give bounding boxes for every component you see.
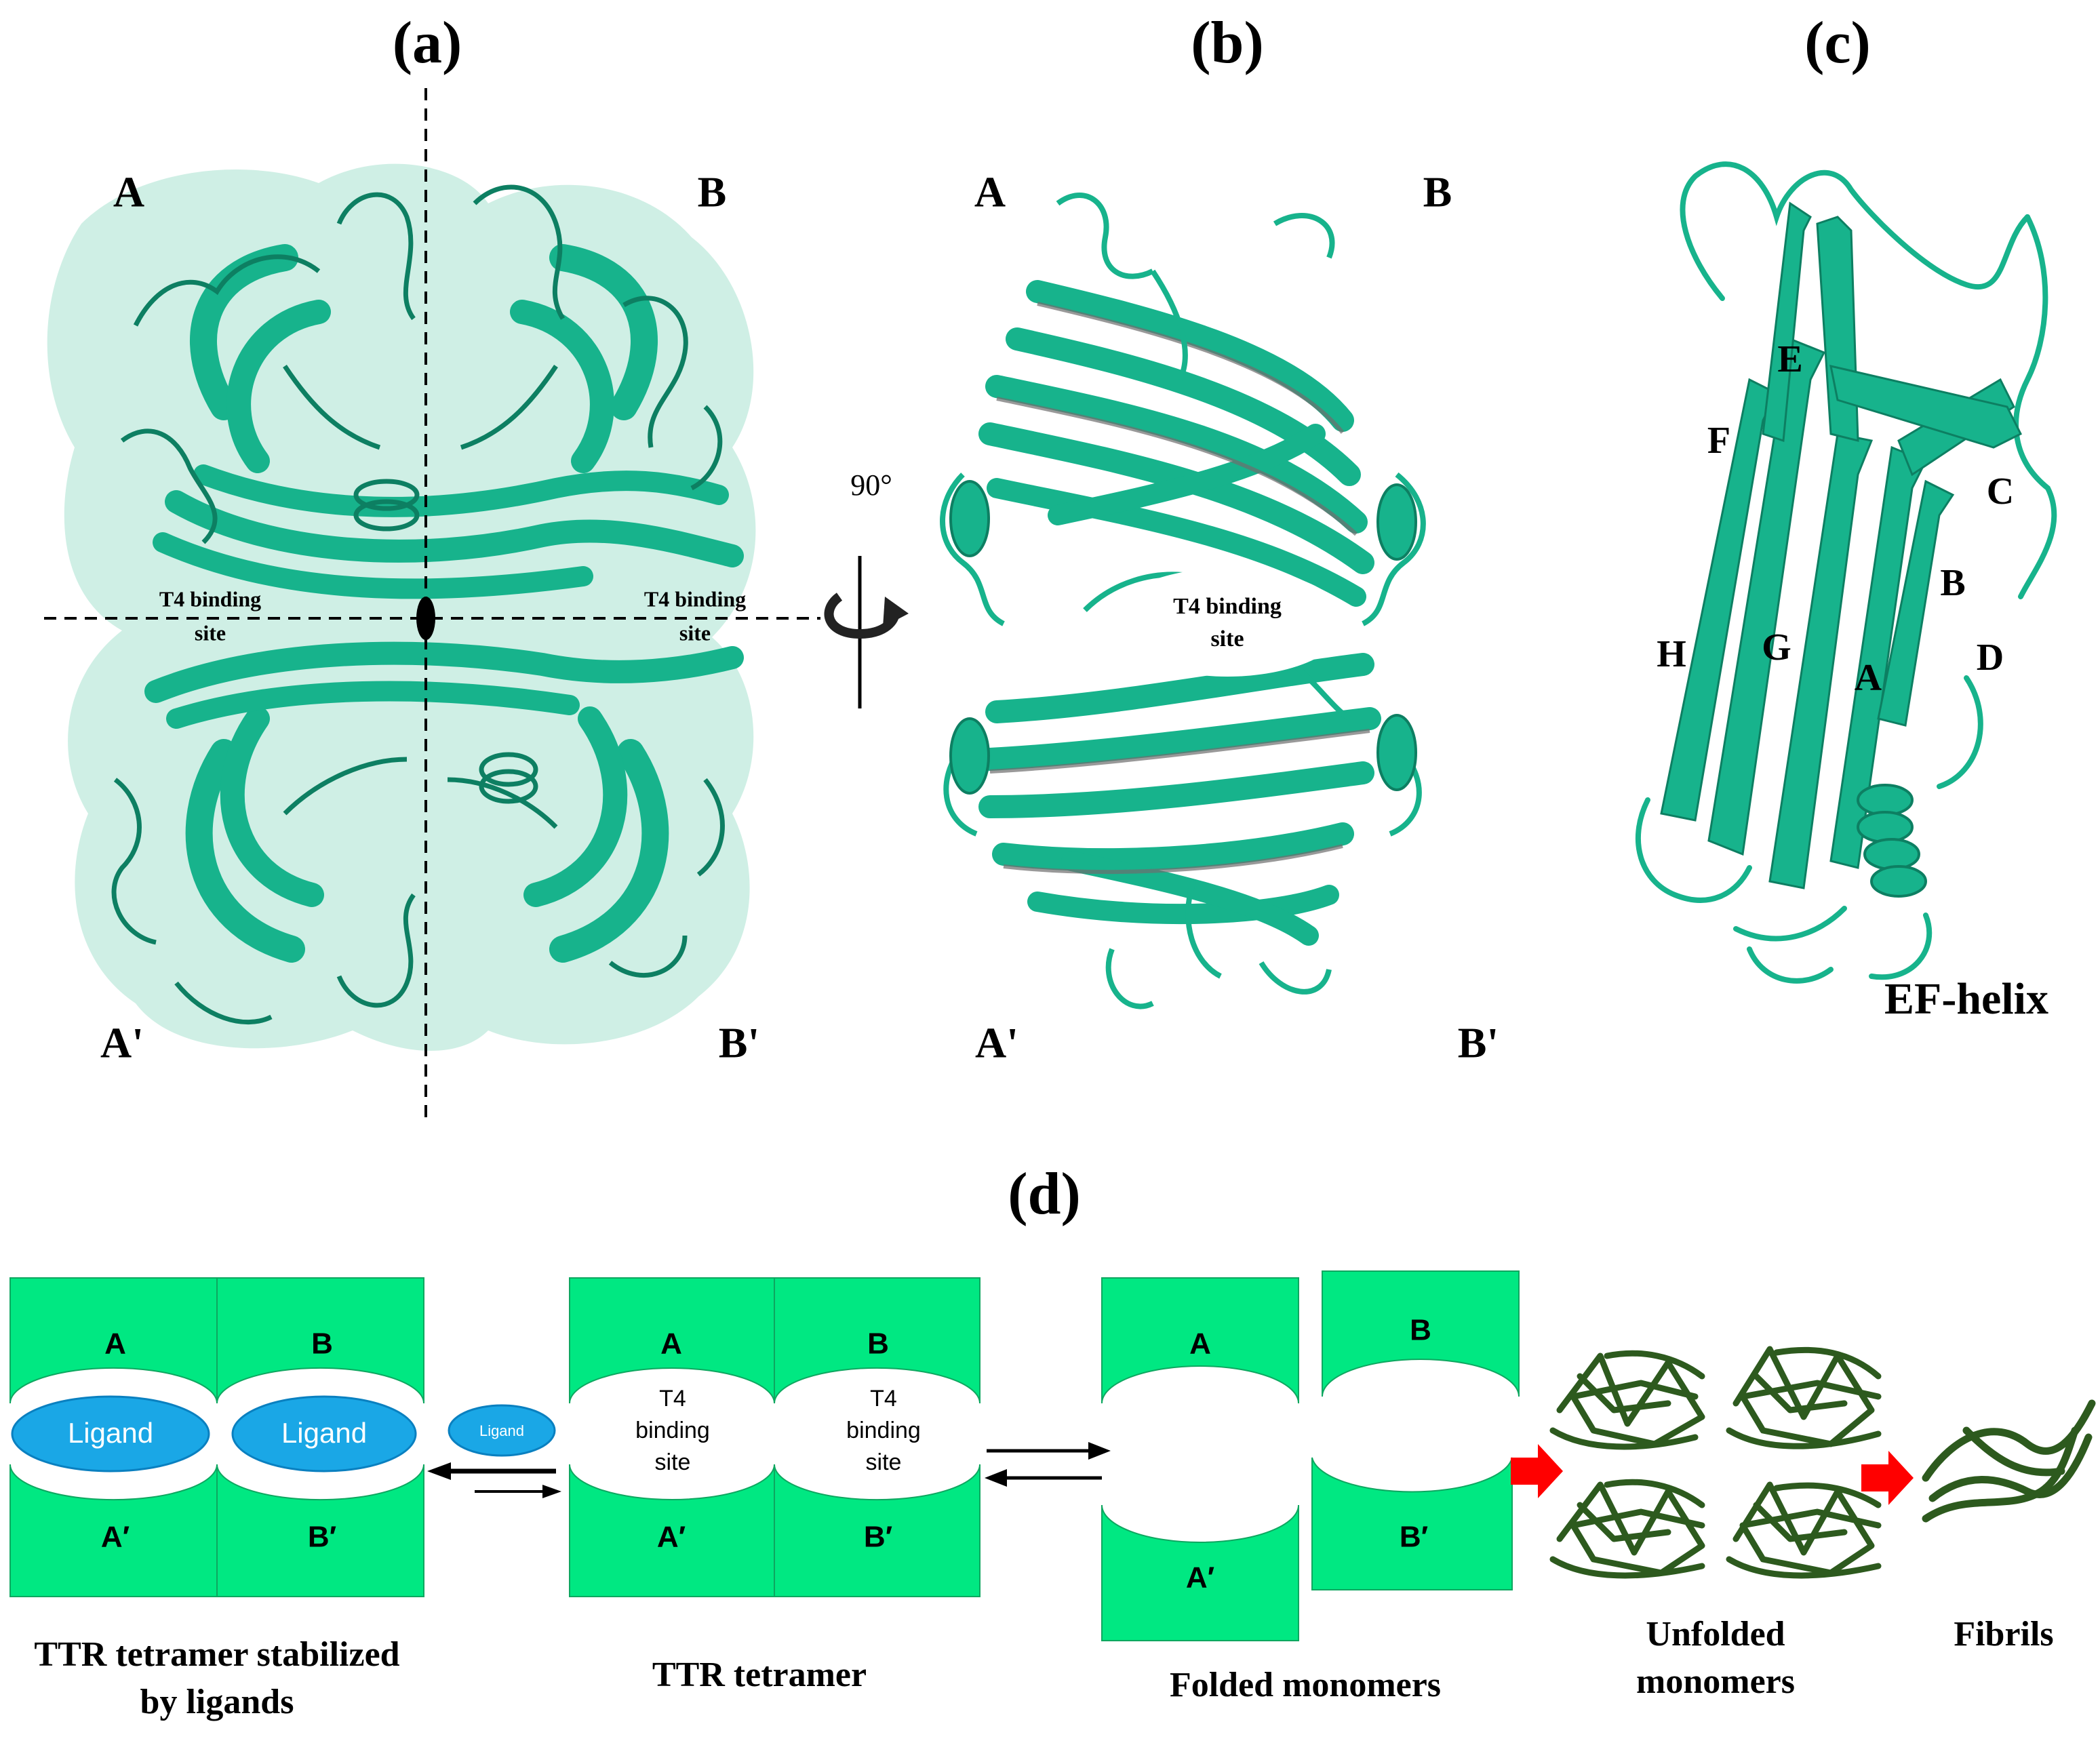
panel-b-subunit-a-prime: A' (975, 1019, 1018, 1067)
stabilized-caption-line2: by ligands (140, 1683, 294, 1721)
stabilized-top-right-block (216, 1277, 424, 1404)
panel-b-site-line1: T4 binding (1173, 594, 1282, 619)
tetramer-subunit-a-prime: A′ (657, 1521, 686, 1554)
tetramer-subunit-b: B (867, 1327, 889, 1361)
panel-c-strand-e: E (1777, 338, 1802, 380)
monomer-subunit-a-prime: A′ (1186, 1561, 1214, 1595)
panel-c-structure (1636, 161, 2057, 984)
rotation-arrow-icon (824, 593, 900, 639)
rotation-symbol (824, 556, 909, 708)
panel-c-strand-b: B (1940, 562, 1965, 604)
apo-tetramer (569, 1277, 980, 1597)
panel-a-site-right-line1: T4 binding (644, 586, 746, 611)
monomer-b-prime-block (1311, 1457, 1513, 1590)
tetramer-site-right-line1: T4 (870, 1386, 897, 1411)
tetramer-bottom-right-block (774, 1464, 980, 1597)
panel-a-subunit-a-prime: A' (100, 1019, 144, 1067)
monomer-a-block (1101, 1277, 1299, 1404)
tetramer-subunit-a: A (660, 1327, 682, 1361)
panel-a-subunit-a: A (113, 168, 144, 216)
stabilized-subunit-a-prime: A′ (101, 1521, 130, 1554)
bound-ligand-right-label: Ligand (281, 1417, 367, 1449)
panel-label-c: (c) (1804, 10, 1871, 76)
monomers-caption: Folded monomers (1170, 1666, 1441, 1704)
panel-b-binding-channel (1109, 568, 1346, 677)
tetramer-site-left-line2: binding (635, 1418, 710, 1443)
monomer-subunit-b-prime: B′ (1400, 1521, 1428, 1554)
panel-b-subunit-b: B (1423, 168, 1452, 216)
stabilized-top-left-block (9, 1277, 218, 1404)
bound-ligand-left-label: Ligand (68, 1417, 153, 1449)
panel-label-d: (d) (1008, 1161, 1081, 1227)
panel-c-strand-h: H (1657, 633, 1686, 675)
bound-ligand-right (231, 1395, 417, 1472)
red-arrow-2-icon (1861, 1451, 1914, 1505)
panel-b-structure (940, 193, 1426, 1009)
panel-c-helix-label: EF-helix (1884, 974, 2048, 1024)
panel-label-a: (a) (393, 10, 462, 76)
stabilized-tetramer (9, 1277, 424, 1597)
panel-c-strand-c: C (1987, 470, 2014, 513)
panel-a-site-left-line2: site (195, 620, 226, 645)
monomer-subunit-a: A (1189, 1327, 1211, 1361)
equilibrium-arrows-1 (427, 1462, 561, 1498)
panel-a-site-right-line2: site (679, 620, 711, 645)
stabilized-bottom-right-block (216, 1464, 424, 1597)
equilibrium-arrow-right-icon (542, 1485, 561, 1498)
panel-c-strand-f: F (1707, 420, 1730, 462)
panel-c-strand-a: A (1855, 657, 1882, 699)
stabilized-caption-line1: TTR tetramer stabilized (34, 1635, 399, 1674)
monomer-b-block (1322, 1270, 1520, 1397)
fibrils (1922, 1399, 2096, 1523)
panel-a-subunit-b-prime: B' (719, 1019, 759, 1067)
rotation-label: 90° (850, 468, 892, 502)
free-ligand (448, 1404, 556, 1457)
tetramer-subunit-b-prime: B′ (864, 1521, 892, 1554)
folded-monomers (1101, 1270, 1520, 1641)
panel-a-structure (44, 88, 820, 1125)
unfolded-caption-line1: Unfolded (1646, 1615, 1785, 1654)
red-arrow-1-icon (1511, 1444, 1563, 1498)
panel-b-subunit-b-prime: B' (1458, 1019, 1499, 1067)
equilibrium-arrows-2 (985, 1442, 1111, 1487)
tetramer-site-right-line3: site (866, 1449, 902, 1475)
monomer-subunit-b: B (1410, 1314, 1431, 1347)
panel-c-strand-d: D (1977, 637, 2004, 679)
unfolded-caption-line2: monomers (1636, 1662, 1795, 1701)
panel-a-twofold-axis-symbol (416, 597, 435, 640)
panel-b-site-line2: site (1210, 626, 1244, 652)
stabilized-subunit-b-prime: B′ (308, 1521, 336, 1554)
tetramer-top-left-block (569, 1277, 775, 1404)
panel-a-subunit-b: B (698, 168, 727, 216)
stabilized-subunit-a: A (104, 1327, 126, 1361)
tetramer-site-left-line1: T4 (659, 1386, 686, 1411)
tetramer-site-left-line3: site (655, 1449, 691, 1475)
fibrils-caption: Fibrils (1954, 1615, 2053, 1654)
tetramer-top-right-block (774, 1277, 980, 1404)
equilibrium-arrow-left-2-icon (985, 1469, 1007, 1487)
panel-c-strand-g: G (1762, 626, 1791, 668)
tetramer-site-right-line2: binding (846, 1418, 921, 1443)
stabilized-bottom-left-block (9, 1464, 218, 1597)
panel-label-b: (b) (1191, 10, 1264, 76)
tetramer-bottom-left-block (569, 1464, 775, 1597)
monomer-a-prime-block (1101, 1504, 1299, 1641)
panel-b-subunit-a: A (974, 168, 1006, 216)
unfolded-monomers (1549, 1346, 1882, 1579)
bound-ligand-left (11, 1395, 210, 1472)
equilibrium-arrow-right-2-icon (1088, 1442, 1111, 1460)
free-ligand-label: Ligand (479, 1422, 524, 1439)
panel-a-site-left-line1: T4 binding (159, 586, 261, 611)
stabilized-subunit-b: B (311, 1327, 333, 1361)
tetramer-caption: TTR tetramer (652, 1656, 867, 1694)
equilibrium-arrow-left-icon (427, 1462, 451, 1480)
